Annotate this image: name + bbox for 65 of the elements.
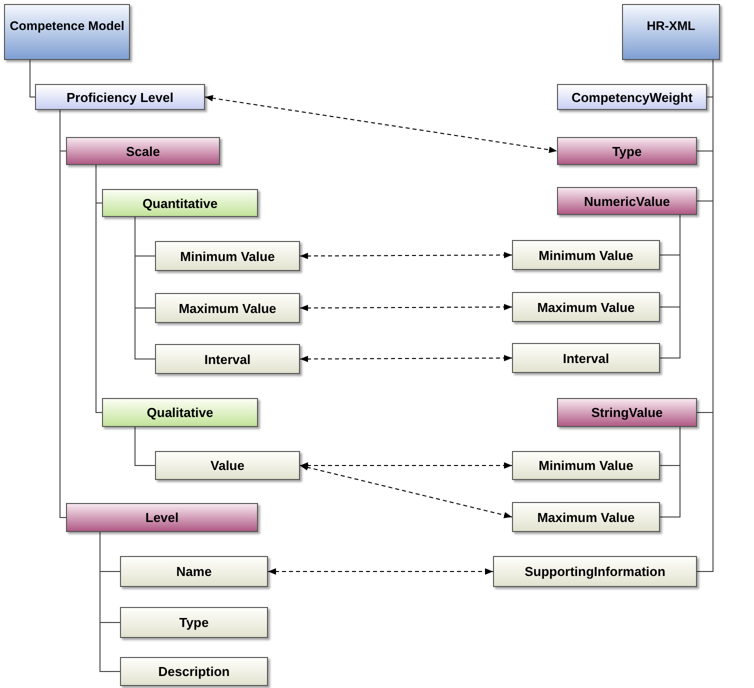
- node-label: NumericValue: [584, 194, 670, 208]
- tree-connector: [660, 426, 680, 466]
- tree-node: [557, 187, 697, 215]
- tree-node: [66, 137, 220, 165]
- tree-node: [102, 189, 258, 217]
- tree-connector: [30, 60, 36, 98]
- tree-node: [512, 292, 660, 322]
- tree-connector: [660, 214, 680, 256]
- node-label: Minimum Value: [180, 248, 275, 264]
- tree-connector: [134, 216, 156, 256]
- dashed-arrow: [204, 95, 558, 153]
- tree-node: [512, 451, 660, 480]
- node-label: Qualitative: [146, 405, 214, 420]
- tree-node: [557, 137, 697, 165]
- node-label: Competence Model: [10, 19, 124, 33]
- tree-node: [622, 4, 720, 60]
- tree-node: [557, 398, 697, 427]
- node-label: Minimum Value: [538, 248, 634, 262]
- tree-node: [155, 241, 300, 271]
- tree-node: [66, 503, 258, 532]
- tree-connector: [100, 532, 120, 572]
- tree-node: [155, 293, 300, 323]
- node-label: Minimum Value: [538, 458, 634, 473]
- tree-node: [512, 240, 660, 270]
- dashed-arrow: [300, 252, 512, 260]
- dashed-arrow: [300, 354, 512, 362]
- tree-node: [512, 343, 660, 373]
- node-label: StringValue: [591, 405, 663, 420]
- node-label: Maximum Value: [178, 300, 276, 316]
- node-label: Type: [179, 615, 209, 630]
- tree-connector: [96, 164, 102, 204]
- node-label: Maximum Value: [537, 510, 635, 524]
- tree-connector: [696, 96, 714, 152]
- node-label: Value: [210, 458, 244, 473]
- node-label: SupportingInformation: [524, 564, 666, 579]
- tree-node: [557, 84, 707, 110]
- node-label: Type: [612, 144, 642, 158]
- dashed-arrow: [300, 462, 512, 469]
- tree-node: [155, 344, 300, 374]
- node-label: Maximum Value: [537, 300, 635, 314]
- node-label: CompetencyWeight: [571, 90, 693, 104]
- tree-connector: [60, 110, 66, 152]
- tree-node: [120, 657, 268, 686]
- dashed-arrow: [300, 464, 512, 518]
- node-label: Name: [176, 564, 212, 579]
- tree-node: [35, 84, 205, 110]
- tree-node: [120, 607, 268, 638]
- dashed-arrow: [268, 568, 494, 575]
- node-label: Interval: [562, 350, 610, 366]
- node-label: Level: [145, 510, 179, 525]
- tree-connector: [134, 426, 156, 466]
- node-label: HR-XML: [646, 19, 696, 33]
- dashed-arrow: [300, 304, 512, 312]
- tree-connector: [706, 60, 714, 98]
- tree-node: [120, 556, 268, 587]
- tree-node: [102, 398, 258, 427]
- node-label: Proficiency Level: [66, 90, 174, 104]
- node-label: Scale: [126, 144, 160, 158]
- node-label: Description: [158, 664, 230, 679]
- tree-node: [493, 556, 697, 587]
- tree-node: [155, 451, 300, 480]
- tree-node: [4, 4, 130, 60]
- tree-node: [512, 502, 660, 532]
- node-label: Quantitative: [142, 196, 218, 210]
- node-label: Interval: [204, 352, 251, 366]
